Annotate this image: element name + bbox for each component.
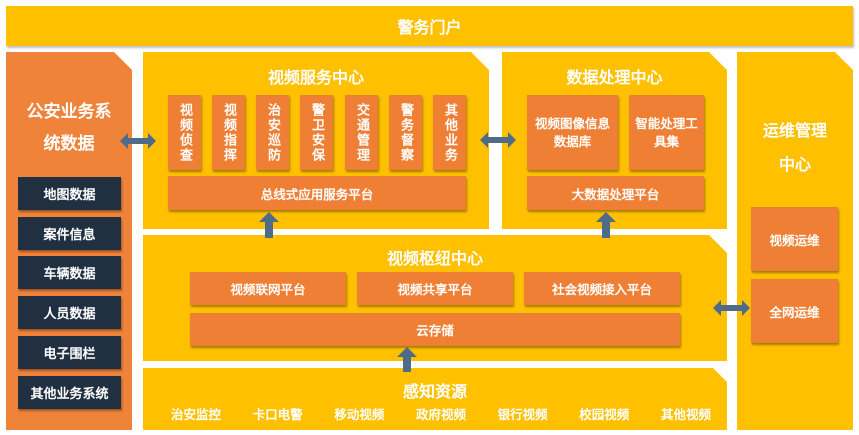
perception-item: 校园视频 xyxy=(579,407,630,422)
portal-title: 警务门户 xyxy=(397,18,462,37)
hub-storage: 云存储 xyxy=(190,313,680,346)
perception-item: 政府视频 xyxy=(415,407,466,422)
hub-platform-1: 视频共享平台 xyxy=(357,272,513,305)
video-hub-title: 视频枢纽中心 xyxy=(386,249,483,268)
perception-item: 移动视频 xyxy=(334,407,385,422)
vs-module-3: 警卫安保 xyxy=(300,95,333,170)
dp-module-0: 视频图像信息数据库 xyxy=(527,95,618,170)
data-processing-title: 数据处理中心 xyxy=(566,68,663,87)
ps-item-map: 地图数据 xyxy=(18,177,121,210)
perception-panel: 感知资源 治安监控 卡口电警 移动视频 政府视频 银行视频 校园视频 其他视频 xyxy=(143,368,727,430)
perception-item: 银行视频 xyxy=(497,407,548,422)
ops-item-network: 全网运维 xyxy=(751,279,838,343)
ops-item-video: 视频运维 xyxy=(751,207,838,271)
vs-module-0: 视频侦查 xyxy=(168,95,201,170)
perception-item: 其他视频 xyxy=(660,407,711,422)
portal-bar: 警务门户 xyxy=(6,6,853,46)
perception-item: 卡口电警 xyxy=(252,407,303,422)
perception-title: 感知资源 xyxy=(402,382,467,401)
vs-module-4: 交通管理 xyxy=(345,95,378,170)
dp-module-1: 智能处理工具集 xyxy=(629,95,704,170)
perception-items: 治安监控 卡口电警 移动视频 政府视频 银行视频 校园视频 其他视频 xyxy=(171,404,711,423)
ps-item-vehicle: 车辆数据 xyxy=(18,256,121,289)
dp-platform: 大数据处理平台 xyxy=(527,176,704,210)
ps-item-case: 案件信息 xyxy=(18,217,121,250)
ps-item-person: 人员数据 xyxy=(18,296,121,329)
vs-module-1: 视频指挥 xyxy=(212,95,245,170)
hub-platform-2: 社会视频接入平台 xyxy=(524,272,680,305)
video-service-title: 视频服务中心 xyxy=(267,68,364,87)
ps-item-other: 其他业务系统 xyxy=(18,376,121,409)
ops-center-title: 运维管理中心 xyxy=(762,121,827,174)
vs-module-5: 警务督察 xyxy=(389,95,422,170)
vs-module-6: 其他业务 xyxy=(433,95,466,170)
vs-platform: 总线式应用服务平台 xyxy=(168,176,466,210)
ps-item-fence: 电子围栏 xyxy=(18,336,121,369)
vs-module-2: 治安巡防 xyxy=(256,95,289,170)
perception-item: 治安监控 xyxy=(171,407,222,422)
public-security-title: 公安业务系统数据 xyxy=(26,102,112,154)
hub-platform-0: 视频联网平台 xyxy=(190,272,346,305)
